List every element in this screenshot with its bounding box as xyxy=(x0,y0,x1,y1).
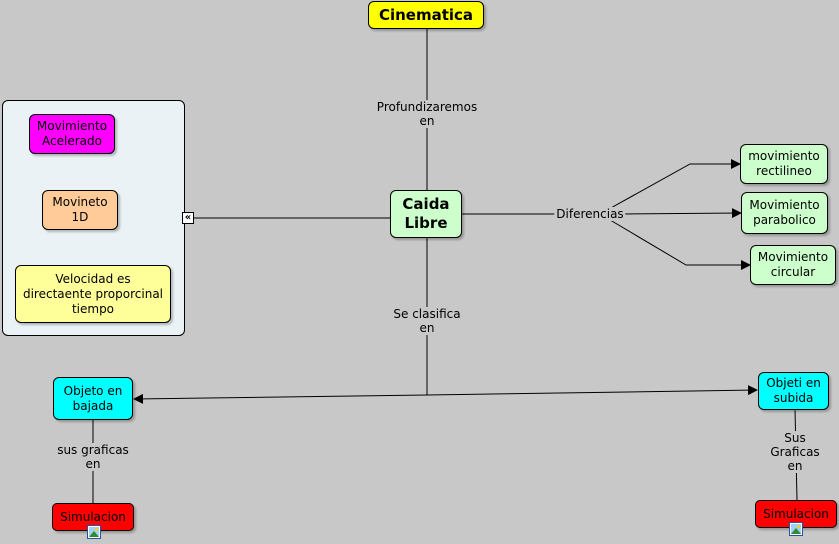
double-chevron-left-icon[interactable]: « xyxy=(182,212,194,224)
link-label-graficas-left: sus graficas en xyxy=(55,443,131,471)
node-movimiento-rectilineo[interactable]: movimiento rectilineo xyxy=(740,144,828,184)
link-label-diferencias: Diferencias xyxy=(554,207,626,221)
link-to-subida xyxy=(426,385,758,396)
link-label-profundizaremos: Profundizaremos en xyxy=(374,100,480,128)
link-to-circular xyxy=(599,213,751,270)
link-to-rectilineo xyxy=(599,159,741,215)
link-label-clasifica: Se clasifica en xyxy=(391,307,463,335)
node-cinematica[interactable]: Cinematica xyxy=(368,1,484,29)
link-to-bajada xyxy=(133,393,428,404)
node-movineto-1d[interactable]: Movineto 1D xyxy=(42,190,118,230)
node-objeti-subida[interactable]: Objeti en subida xyxy=(758,372,829,410)
node-movimiento-parabolico[interactable]: Movimiento parabolico xyxy=(741,192,828,234)
link-to-parabolico xyxy=(623,208,742,219)
link-label-graficas-right: Sus Graficas en xyxy=(768,431,822,473)
node-objeto-bajada[interactable]: Objeto en bajada xyxy=(53,377,133,420)
image-resource-icon[interactable] xyxy=(789,522,803,536)
image-resource-icon[interactable] xyxy=(87,525,101,539)
node-caida-libre[interactable]: Caida Libre xyxy=(390,190,462,238)
node-movimiento-acelerado[interactable]: Movimiento Acelerado xyxy=(29,114,115,154)
node-velocidad[interactable]: Velocidad es directaente proporcinal tie… xyxy=(15,265,171,323)
node-movimiento-circular[interactable]: Movimiento circular xyxy=(750,245,836,285)
node-simulacion-left[interactable]: Simulacion xyxy=(52,503,134,531)
